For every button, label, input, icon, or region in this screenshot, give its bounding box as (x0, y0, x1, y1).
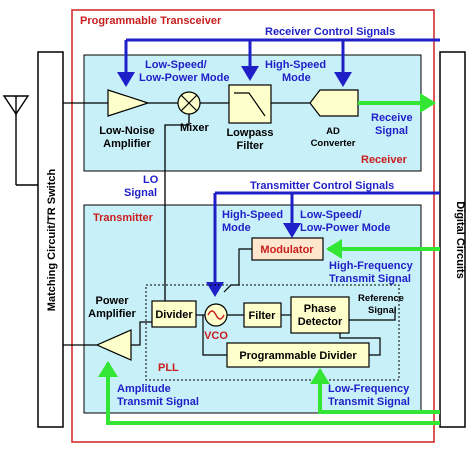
transceiver-title: Programmable Transceiver (80, 15, 222, 27)
lo-signal-line (164, 114, 190, 306)
reference-label-1: Reference (358, 293, 404, 304)
transmitter-control-lines (206, 191, 440, 297)
amplitude-transmit-arrow (98, 361, 440, 425)
phase-detector-block (290, 296, 350, 334)
lpf-label-1: Lowpass (226, 127, 273, 139)
adc-label-1: AD (326, 126, 340, 137)
tx-low-speed-label-1: Low-Speed/ (300, 209, 362, 221)
pll-filter-block (243, 302, 282, 328)
tx-high-speed-label-1: High-Speed (222, 209, 283, 221)
mixer-label: Mixer (180, 122, 209, 134)
antenna-icon (2, 95, 38, 186)
receiver-title: Receiver (361, 154, 408, 166)
tx-high-speed-label-2: Mode (222, 222, 251, 234)
transmitter-title: Transmitter (93, 212, 154, 224)
lf-transmit-label-1: Low-Frequency (328, 383, 410, 395)
low-noise-amplifier (107, 89, 150, 117)
mixer-icon (177, 91, 201, 115)
modulator-label: Modulator (260, 244, 314, 256)
hf-transmit-label-2: Transmit Signal (329, 273, 411, 285)
adc-label-2: Converter (311, 138, 356, 149)
phase-detector-label-2: Detector (298, 316, 343, 328)
receiver-control-label: Receiver Control Signals (265, 26, 395, 38)
vco-icon (204, 303, 228, 327)
modulator-to-vco-line (223, 248, 252, 293)
power-amplifier (95, 329, 132, 361)
amplitude-label-2: Transmit Signal (117, 396, 199, 408)
divider-label: Divider (155, 309, 193, 321)
lo-label-2: Signal (124, 187, 157, 199)
pa-label-2: Amplifier (88, 308, 136, 320)
programmable-divider-label: Programmable Divider (239, 350, 357, 362)
pll-filter-label: Filter (249, 310, 277, 322)
transceiver-boundary (71, 9, 435, 443)
hf-transmit-label-1: High-Frequency (329, 260, 414, 272)
lowpass-filter (228, 84, 272, 124)
lo-label-1: LO (143, 174, 159, 186)
transmitter-control-label: Transmitter Control Signals (250, 180, 394, 192)
programmable-divider-block (226, 342, 370, 368)
lna-label-1: Low-Noise (99, 125, 155, 137)
digital-circuits-label: Digital Circuits (454, 201, 466, 279)
pa-label-1: Power (95, 295, 129, 307)
matching-circuit-box (37, 51, 64, 428)
rx-low-speed-label-2: Low-Power Mode (139, 72, 229, 84)
receive-signal-label-2: Signal (375, 125, 408, 137)
phase-detector-label-1: Phase (304, 303, 336, 315)
receiver-control-lines (117, 38, 440, 87)
lf-transmit-arrow (310, 368, 440, 414)
reference-signal-line (349, 308, 396, 321)
rx-low-speed-label-1: Low-Speed/ (145, 59, 207, 71)
pll-label: PLL (158, 362, 179, 374)
tx-low-speed-label-2: Low-Power Mode (300, 222, 390, 234)
divider-block (151, 300, 197, 328)
lf-transmit-label-2: Transmit Signal (328, 396, 410, 408)
divider-to-pa-line (131, 321, 152, 346)
lna-label-2: Amplifier (103, 138, 151, 150)
pll-wiring (196, 314, 381, 356)
rx-high-speed-label-1: High-Speed (265, 59, 326, 71)
digital-circuits-box (439, 51, 466, 428)
pll-region (145, 284, 400, 381)
receive-signal-label-1: Receive (371, 112, 413, 124)
vco-label: VCO (204, 330, 228, 342)
lpf-label-2: Filter (237, 140, 265, 152)
amplitude-label-1: Amplitude (117, 383, 171, 395)
matching-circuit-label: Matching Circuit/TR Switch (46, 169, 58, 312)
reference-label-2: Signal (368, 305, 397, 316)
ad-converter (309, 89, 359, 117)
rx-high-speed-label-2: Mode (282, 72, 311, 84)
